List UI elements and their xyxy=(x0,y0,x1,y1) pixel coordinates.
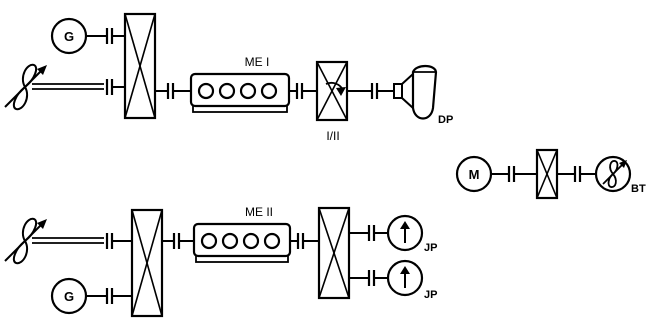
upper-propeller-coupling xyxy=(105,77,114,97)
upper-generator-coupling xyxy=(105,26,114,46)
upper-engine-label: ME I xyxy=(245,55,270,69)
lower-pump-gearbox xyxy=(317,206,351,300)
thruster-motor-symbol: M xyxy=(469,167,480,182)
jet-pump-2-coupling xyxy=(367,268,376,288)
jet-pump-1-icon: JP xyxy=(386,214,437,254)
upper-pump-coupling xyxy=(370,81,379,101)
jet-pump-2-tag: JP xyxy=(424,289,437,301)
thruster-gearbox xyxy=(535,148,559,200)
upper-gearbox-label: I/II xyxy=(326,129,339,143)
jet-pump-1-tag: JP xyxy=(424,242,437,254)
upper-generator: G xyxy=(50,17,88,55)
lower-generator-symbol: G xyxy=(64,289,74,304)
thruster-motor-coupling xyxy=(507,164,516,184)
jet-pump-1-coupling xyxy=(367,223,376,243)
jet-pump-2-icon: JP xyxy=(386,259,437,301)
upper-main-gearbox xyxy=(123,12,157,120)
lower-main-gearbox xyxy=(130,208,164,318)
lower-drive-line: G ME II xyxy=(4,205,437,318)
upper-engine-coupling-in xyxy=(166,81,175,101)
dredge-pump-icon: DP xyxy=(393,64,453,126)
upper-propeller-icon xyxy=(4,63,48,111)
bow-thruster-tag: BT xyxy=(631,183,646,195)
bow-thruster-icon: BT xyxy=(594,155,646,195)
upper-generator-symbol: G xyxy=(64,29,74,44)
thruster-coupling xyxy=(573,164,582,184)
lower-engine-coupling-in xyxy=(172,231,181,251)
upper-engine-coupling-out xyxy=(295,81,304,101)
dredge-pump-tag: DP xyxy=(438,114,453,126)
lower-generator-coupling xyxy=(105,286,114,306)
bow-thruster-line: M BT xyxy=(455,148,646,200)
upper-reversing-gearbox: I/II xyxy=(315,60,349,143)
upper-main-engine: ME I xyxy=(189,55,291,113)
lower-engine-label: ME II xyxy=(245,205,273,219)
thruster-motor: M xyxy=(455,155,493,193)
upper-drive-line: G ME I xyxy=(4,12,453,143)
lower-propeller-coupling xyxy=(105,231,114,251)
lower-propeller-icon xyxy=(4,217,48,265)
lower-main-engine: ME II xyxy=(192,205,292,263)
lower-generator: G xyxy=(50,277,88,315)
lower-engine-coupling-out xyxy=(296,231,305,251)
